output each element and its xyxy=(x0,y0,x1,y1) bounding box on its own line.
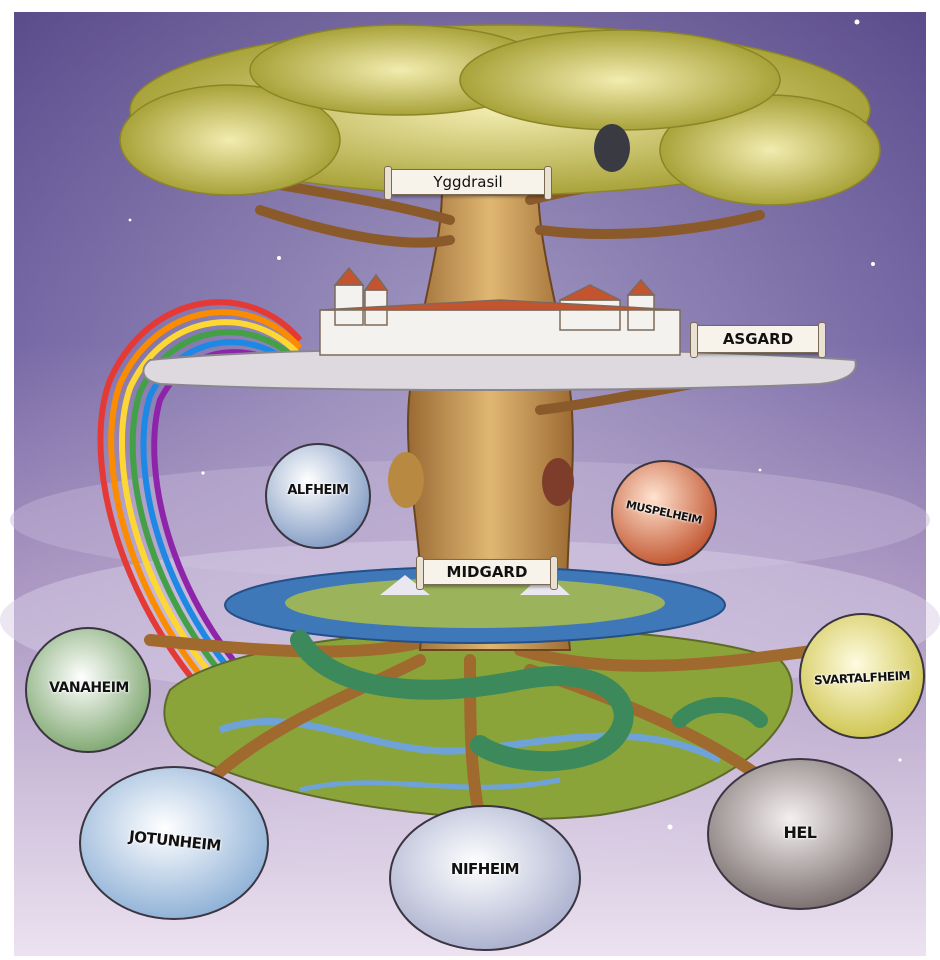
label-alfheim: ALFHEIM xyxy=(287,482,349,498)
world-spheres xyxy=(25,443,925,951)
label-hel: HEL xyxy=(783,822,817,842)
squirrel xyxy=(388,452,424,508)
sphere-alfheim xyxy=(265,443,371,549)
sphere-nifheim xyxy=(389,805,581,951)
serpent xyxy=(290,630,634,772)
label-asgard: ASGARD xyxy=(690,322,826,358)
tree-canopy xyxy=(119,24,881,206)
sphere-muspelheim xyxy=(611,460,717,566)
stars xyxy=(128,19,902,830)
label-yggdrasil: Yggdrasil xyxy=(384,166,552,200)
midgard-land xyxy=(285,578,665,628)
label-midgard: MIDGARD xyxy=(416,556,558,590)
sphere-jotunheim xyxy=(79,766,269,920)
stag xyxy=(542,458,574,506)
label-vanaheim: VANAHEIM xyxy=(49,680,129,696)
sphere-vanaheim xyxy=(25,627,151,753)
label-nifheim: NIFHEIM xyxy=(450,860,520,878)
raven xyxy=(594,124,630,172)
asgard-castle xyxy=(319,266,681,356)
sphere-svartalfheim xyxy=(799,613,925,739)
sphere-hel xyxy=(707,758,893,910)
